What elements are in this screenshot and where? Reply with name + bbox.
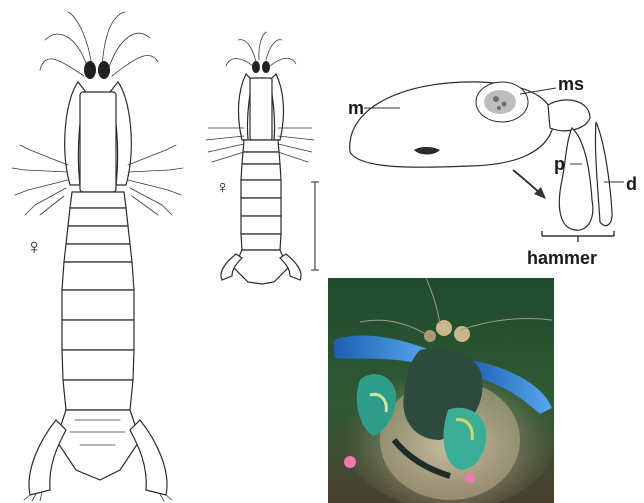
small-left-eye-icon <box>252 61 260 73</box>
label-hammer: hammer <box>527 248 597 268</box>
label-meral-spot: ms <box>558 74 584 94</box>
right-eye-icon <box>98 61 110 79</box>
large-female-symbol: ♀ <box>26 234 43 259</box>
raptorial-appendage-drawing <box>350 82 624 242</box>
small-right-eye-icon <box>262 61 270 73</box>
left-eye-icon <box>84 61 96 79</box>
label-dactyl: d <box>626 174 637 194</box>
mantis-shrimp-photo <box>328 278 560 503</box>
label-propodus: p <box>554 154 565 174</box>
small-shrimp-drawing <box>206 32 314 284</box>
label-merus: m <box>348 98 364 118</box>
small-female-symbol: ♀ <box>216 177 230 197</box>
meral-spot <box>484 90 516 114</box>
